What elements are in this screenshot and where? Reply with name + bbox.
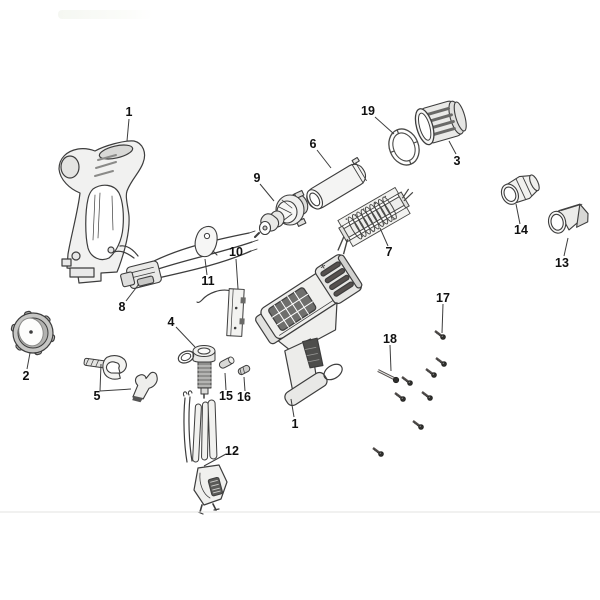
part-10-pcb [196,288,246,337]
screw-2 [434,356,448,368]
part-3-barrel-cage [414,100,467,146]
callout-label-12: 12 [225,444,239,458]
callout-leader-3 [448,140,457,155]
part-11-baffle-plate [194,225,218,258]
part-1-assembled-gun [255,254,363,407]
part-6-mica-tube [306,156,367,210]
screw-8 [371,446,385,458]
screw-6 [420,390,434,402]
part-18-long-screw [377,369,400,384]
callout-label-4: 4 [168,315,175,329]
callout-leader-7 [379,227,389,247]
screw-5 [393,391,407,403]
callout-leader-12 [203,453,227,467]
screw-1 [433,329,447,341]
callout-label-13: 13 [555,256,569,270]
callout-leader-15 [224,372,227,391]
callout-leader-17 [441,303,444,334]
callout-label-17: 17 [436,291,450,305]
callout-label-3: 3 [454,154,461,168]
callout-label-11: 11 [201,274,214,288]
part-14-reducer-nozzle [500,174,540,205]
part-2-knob [10,310,56,356]
callout-leader-16 [243,376,246,392]
part-5-clips [83,355,158,403]
screw-3 [424,367,438,379]
callout-leader-5 [99,363,102,392]
callout-leader-4 [175,326,196,348]
part-13-deflector-nozzle [547,203,589,234]
callout-label-19: 19 [361,104,375,118]
callout-label-7: 7 [386,245,393,259]
callout-leader-1b [290,398,295,418]
callout-leader-6 [316,149,332,169]
callout-leader-10 [235,258,239,290]
callout-label-2: 2 [23,369,30,383]
callout-leader-18 [389,344,392,372]
callout-leader-13 [563,237,569,257]
callout-leader-1a [126,118,130,142]
part-4-fan-shaft [177,345,216,399]
part-7-heating-element [337,186,414,255]
part-9-motor [254,189,309,238]
callout-leader-5 [99,388,132,392]
faint-watermark [58,10,153,19]
callout-leader-8 [125,283,140,302]
callout-label-16: 16 [237,390,251,404]
part-16-pin [237,364,251,376]
callout-label-15: 15 [219,389,233,403]
callout-label-1b: 1 [292,417,299,431]
part-1-housing-left-shell [58,140,146,284]
callout-leader-19 [374,116,395,135]
screw-7 [411,419,425,431]
callout-label-6: 6 [310,137,317,151]
callout-label-18: 18 [383,332,397,346]
screw-4 [400,375,414,387]
callout-label-9: 9 [254,171,261,185]
callout-label-1a: 1 [126,105,133,119]
callout-leader-11 [204,258,208,276]
part-15-sleeve [218,356,235,369]
callout-label-8: 8 [119,300,126,314]
callout-label-14: 14 [514,223,528,237]
part-19-gasket [388,128,420,166]
part-12-cord-and-plug [182,390,228,515]
screws-set [371,329,448,458]
callout-leader-14 [515,203,521,225]
callout-leader-2 [26,352,31,370]
callout-label-5: 5 [94,389,101,403]
callout-leader-9 [259,183,275,202]
callout-label-10: 10 [229,245,243,259]
